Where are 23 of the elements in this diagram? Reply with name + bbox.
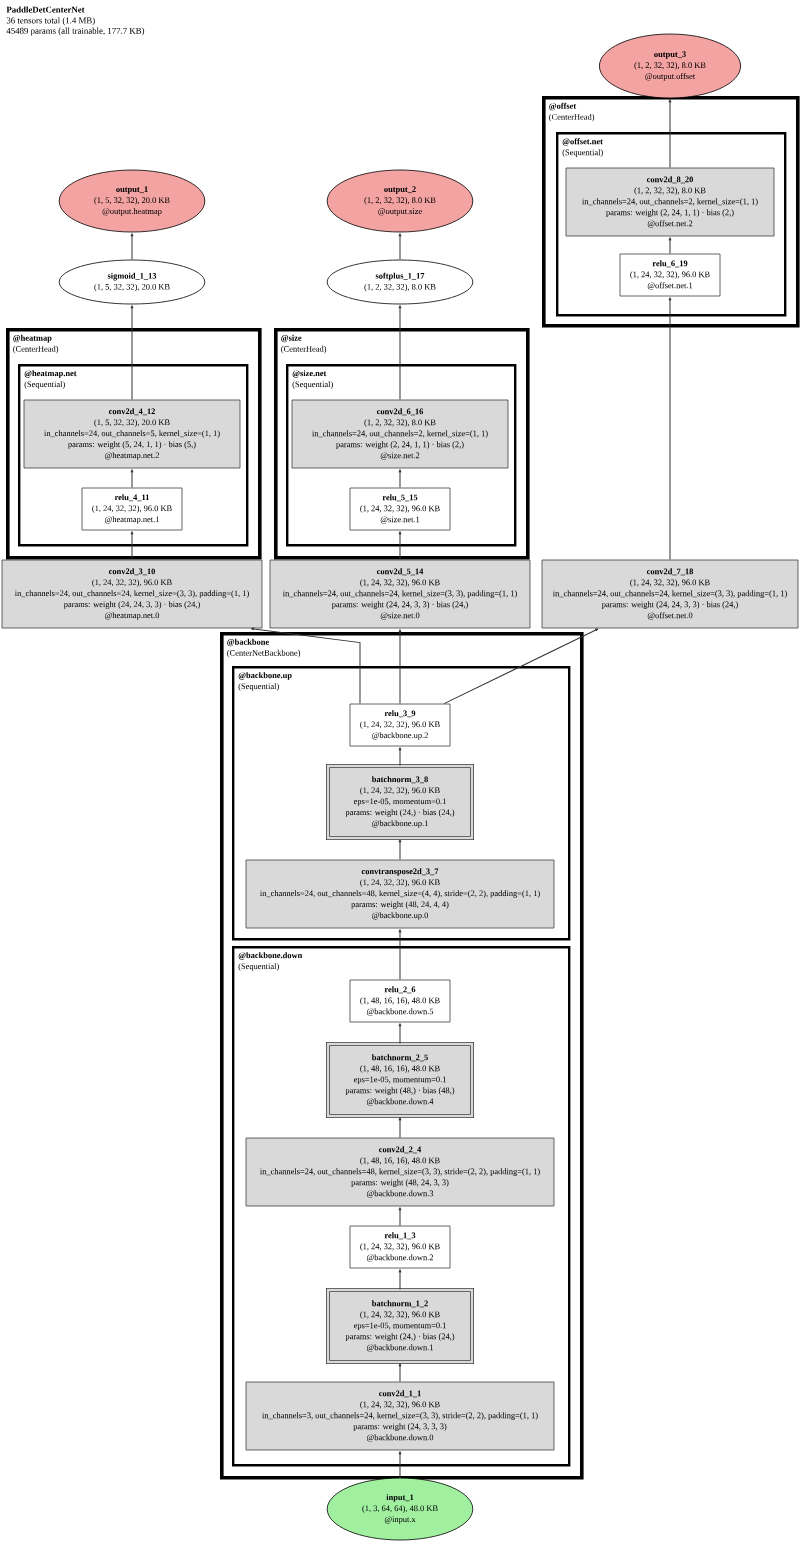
arrow (250, 627, 361, 705)
arrow (398, 531, 402, 561)
arrow (398, 929, 402, 981)
arrow (130, 305, 134, 401)
arrow (398, 305, 402, 401)
arrow (398, 839, 402, 861)
arrow (398, 1023, 402, 1045)
arrow (130, 469, 134, 489)
arrow (398, 629, 402, 705)
arrow (668, 99, 672, 169)
arrow (398, 233, 402, 261)
arrow (130, 233, 134, 261)
arrow (398, 1117, 402, 1139)
arrow (398, 469, 402, 489)
arrow (443, 628, 599, 705)
arrow (398, 1451, 402, 1479)
arrow (398, 1363, 402, 1383)
arrow (668, 297, 672, 561)
arrow (398, 1207, 402, 1227)
arrow (130, 531, 134, 561)
arrow (668, 237, 672, 255)
arrow (398, 747, 402, 767)
arrow (398, 1269, 402, 1291)
